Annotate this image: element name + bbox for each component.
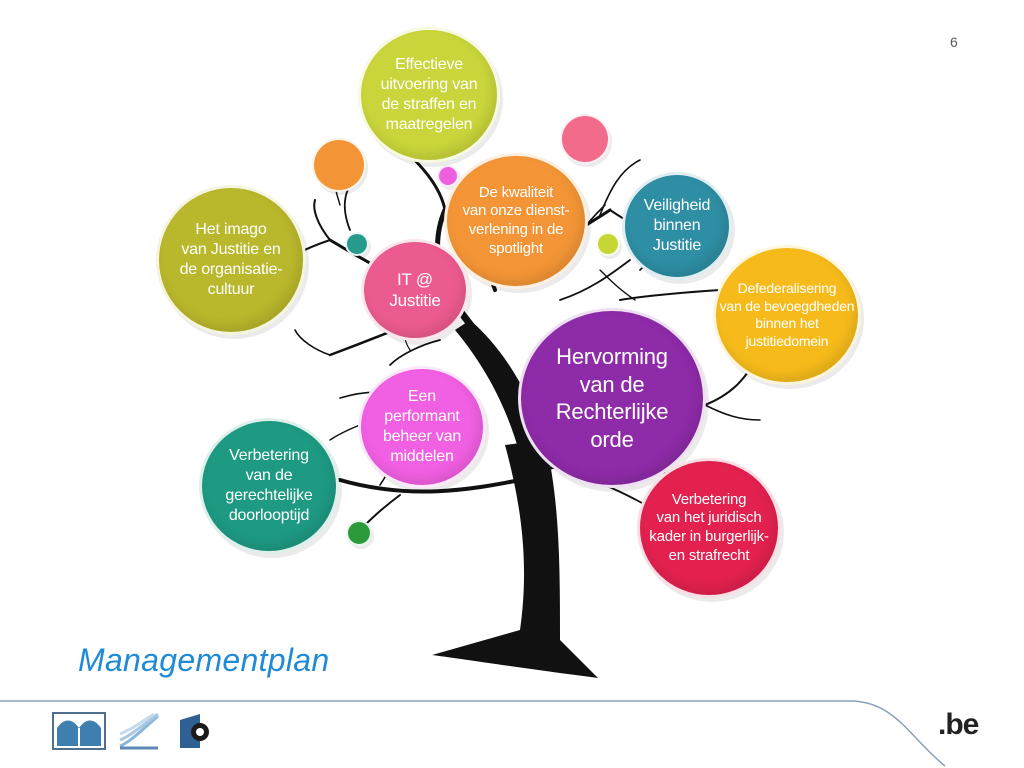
bubble-label: Effectieve uitvoering van de straffen en… (380, 56, 478, 133)
slide-title: Managementplan (78, 642, 330, 678)
wave-lines-logo-icon (118, 712, 160, 750)
bubble-performant-beheer: Een performant beheer van middelen (358, 366, 486, 488)
bubble-juridisch-kader: Verbetering van het juridisch kader in b… (637, 458, 781, 598)
bubble-label: Veiligheid binnen Justitie (643, 197, 711, 254)
teal-dot (345, 232, 369, 256)
page-number: 6 (950, 34, 958, 50)
tree-trunk (432, 440, 598, 678)
bubble-label: Hervorming van de Rechterlijke orde (555, 344, 669, 452)
bubble-hervorming-rechterlijke-orde: Hervorming van de Rechterlijke orde (518, 308, 706, 488)
footer-divider (0, 700, 946, 767)
bubble-label: Verbetering van het juridisch kader in b… (649, 490, 769, 564)
be-logo: .be (938, 708, 979, 741)
bubble-imago-justitie: Het imago van Justitie en de organisatie… (156, 185, 306, 335)
bubble-label: De kwaliteit van onze dienst- verlening … (462, 183, 570, 257)
bubble-effectieve-uitvoering: Effectieve uitvoering van de straffen en… (358, 27, 500, 163)
bubble-kwaliteit-dienstverlening: De kwaliteit van onze dienst- verlening … (444, 153, 588, 289)
federal-justice-logo-icon (52, 712, 106, 750)
green-dot (346, 520, 372, 546)
bubble-label: IT @ Justitie (389, 269, 441, 310)
bubble-it-justitie: IT @ Justitie (361, 239, 469, 341)
bubble-label: Het imago van Justitie en de organisatie… (179, 221, 283, 298)
lime-dot (596, 232, 620, 256)
bubble-gerechtelijke-doorlooptijd: Verbetering van de gerechtelijke doorloo… (199, 418, 339, 554)
bubble-label: Defederalisering van de bevoegdheden bin… (719, 280, 855, 349)
bubble-defederalisering: Defederalisering van de bevoegdheden bin… (713, 245, 861, 385)
bubble-veiligheid-justitie: Veiligheid binnen Justitie (622, 172, 732, 280)
orange-dot (312, 138, 366, 192)
pink-dot (560, 114, 610, 164)
bubble-label: Een performant beheer van middelen (382, 388, 462, 465)
magenta-dot (437, 165, 459, 187)
bookmark-logo-icon (178, 712, 212, 750)
bubble-label: Verbetering van de gerechtelijke doorloo… (225, 447, 313, 524)
